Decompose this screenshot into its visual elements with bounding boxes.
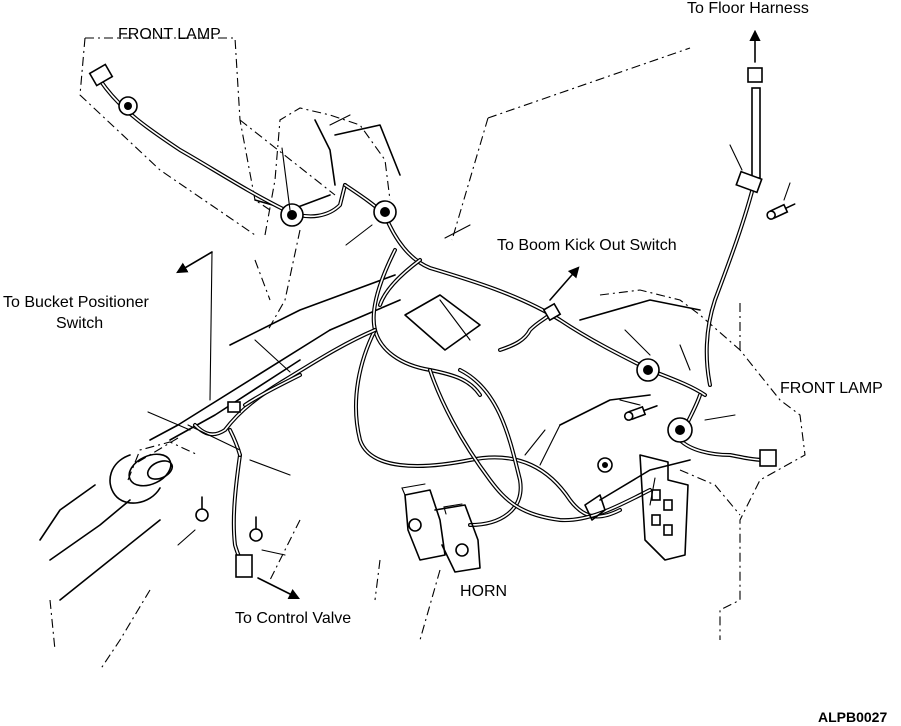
arrow-to-bucket-positioner [176,251,213,274]
label-horn: HORN [460,583,508,600]
relay-bracket [584,454,689,561]
label-to-bucket-positioner-line1: To Bucket Positioner [3,294,149,311]
connectors [88,63,777,578]
arrow-to-control-valve [257,577,301,600]
boom-frame [39,119,701,601]
frame-outline [49,37,806,671]
grommets [118,96,693,443]
label-front-lamp-left: FRONT LAMP [118,26,221,43]
direction-arrows [176,29,761,600]
label-to-floor-harness: To Floor Harness [687,0,809,17]
label-front-lamp-right: FRONT LAMP [780,380,883,397]
label-to-boom-kick-out-switch: To Boom Kick Out Switch [497,237,677,254]
bolts [195,203,796,542]
leader-lines [147,114,791,556]
label-to-bucket-positioner-line2: Switch [56,315,104,332]
label-to-control-valve: To Control Valve [235,610,352,627]
horn-unit [401,483,481,573]
harness-wires [98,78,767,567]
arrow-to-boom-kick-out [549,266,580,301]
figure-code: ALPB0027 [818,709,888,725]
